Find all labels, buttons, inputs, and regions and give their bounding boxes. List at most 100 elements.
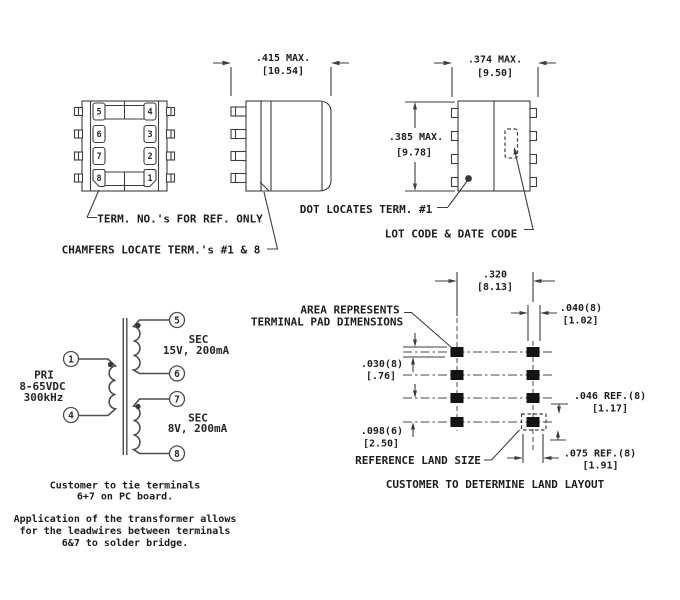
leader-dot xyxy=(437,180,468,209)
dim-pad-width-inches: .040(8) xyxy=(560,303,602,314)
side-body xyxy=(260,100,332,192)
top-view: 5 6 7 8 4 3 2 1 TERM. NO.'s FOR REF. ONL… xyxy=(62,100,279,257)
land-pattern: .320 [8.13] .040(8) [1.02] .030(8) [.76]… xyxy=(251,270,646,492)
front-view-leads xyxy=(450,107,538,188)
note-chamfers: CHAMFERS LOCATE TERM.'s #1 & 8 xyxy=(62,244,261,257)
side-view-leads xyxy=(230,106,247,184)
dim-width-inches: .415 MAX. xyxy=(256,53,310,64)
pad-number: 8 xyxy=(96,174,101,184)
label-area-line1: AREA REPRESENTS xyxy=(300,304,399,317)
dim-col-pitch-mm: [8.13] xyxy=(477,282,513,293)
reference-land-outline xyxy=(520,413,547,431)
pad-8-chamfered xyxy=(92,168,106,188)
dim-098: .098(6) [2.50] xyxy=(361,384,417,450)
sec1-rating: 15V, 200mA xyxy=(163,344,230,357)
note-terminal-numbers: TERM. NO.'s FOR REF. ONLY xyxy=(97,213,263,226)
dim-height-mm: [9.78] xyxy=(396,148,432,159)
column-centerlines xyxy=(456,318,534,451)
front-view: .374 MAX. [9.50] .385 MAX. [9.78] DOT LO… xyxy=(300,55,556,241)
pad-number: 5 xyxy=(96,108,101,118)
leader-arrowhead xyxy=(513,147,518,155)
secondary1-winding xyxy=(131,319,170,375)
core-band-lines xyxy=(105,101,144,191)
dim-row-pitch-mm: [2.50] xyxy=(363,439,399,450)
terminal-1-dot xyxy=(465,175,472,182)
terminal-pads xyxy=(92,102,157,188)
dim-width-inches: .374 MAX. xyxy=(468,55,522,66)
dim-width-mm: [10.54] xyxy=(262,66,304,77)
dim-385: .385 MAX. [9.78] xyxy=(389,101,455,192)
dim-040: .040(8) [1.02] xyxy=(511,303,602,341)
chamfer-mark xyxy=(259,181,270,192)
terminal-label: 8 xyxy=(174,449,180,460)
note-dot-locates: DOT LOCATES TERM. #1 xyxy=(300,203,433,216)
dim-pad-height-inches: .030(8) xyxy=(361,359,403,370)
side-body-lines xyxy=(270,101,323,191)
dim-row-pitch-inches: .098(6) xyxy=(361,426,403,437)
note-lot-code: LOT CODE & DATE CODE xyxy=(385,228,517,241)
terminal-label: 5 xyxy=(174,315,180,326)
terminal-numbers: 5 6 7 8 4 3 2 1 xyxy=(96,108,152,185)
pcb-notes: Customer to tie terminals 6+7 on PC boar… xyxy=(14,480,237,550)
dim-col-pitch-inches: .320 xyxy=(483,270,507,281)
dim-land-width-mm: [1.91] xyxy=(582,461,618,472)
note-app-line2: for the leadwires between terminals xyxy=(20,525,231,537)
package-inner-walls xyxy=(89,101,160,191)
secondary2-winding xyxy=(131,398,170,455)
dim-030: .030(8) [.76] xyxy=(361,333,447,382)
terminal-circles xyxy=(62,311,186,462)
label-area-line2: TERMINAL PAD DIMENSIONS xyxy=(251,316,403,329)
polarity-dot-primary xyxy=(107,361,114,368)
dim-046: .046 REF.(8) [1.17] xyxy=(550,391,646,441)
note-tie-line1: Customer to tie terminals xyxy=(50,480,201,492)
dim-land-height-mm: [1.17] xyxy=(592,404,628,415)
terminal-label: 7 xyxy=(174,394,180,405)
dim-width-mm: [9.50] xyxy=(477,68,513,79)
top-view-leads xyxy=(73,106,176,183)
dim-374: .374 MAX. [9.50] xyxy=(434,55,556,97)
pad-number: 3 xyxy=(147,130,152,140)
terminal-label: 6 xyxy=(174,369,180,380)
label-customer-layout: CUSTOMER TO DETERMINE LAND LAYOUT xyxy=(386,478,605,491)
leader-chamfers xyxy=(263,191,279,250)
lot-code-area xyxy=(504,128,519,159)
leader-term-numbers xyxy=(86,189,100,219)
pad-number: 6 xyxy=(96,130,101,140)
side-view: .415 MAX. [10.54] xyxy=(213,53,349,192)
label-reference-land: REFERENCE LAND SIZE xyxy=(355,454,481,467)
leader-reference-land xyxy=(484,429,520,461)
dim-height-inches: .385 MAX. xyxy=(389,132,443,143)
sec2-rating: 8V, 200mA xyxy=(168,422,228,435)
pad-number: 2 xyxy=(147,152,152,162)
pad-1-chamfered xyxy=(143,168,157,188)
dim-land-width-inches: .075 REF.(8) xyxy=(564,449,636,460)
note-app-line1: Application of the transformer allows xyxy=(14,513,237,525)
pads xyxy=(450,347,540,427)
leader-lot-code xyxy=(514,153,534,231)
dim-415: .415 MAX. [10.54] xyxy=(213,53,349,96)
terminal-label: 1 xyxy=(68,354,74,365)
primary-frequency: 300kHz xyxy=(24,391,64,404)
sec1-label: SEC xyxy=(189,333,209,346)
primary-winding xyxy=(78,358,118,417)
dim-320: .320 [8.13] xyxy=(435,270,555,316)
dim-pad-width-mm: [1.02] xyxy=(562,316,598,327)
dim-075: .075 REF.(8) [1.91] xyxy=(507,434,636,472)
polarity-dot-sec1 xyxy=(135,322,141,329)
schematic: 1 4 5 6 7 8 PRI 8-65VDC 300kHz SEC 15V, … xyxy=(19,311,230,462)
sec2-label: SEC xyxy=(188,412,208,425)
leader-area-represents xyxy=(404,311,452,348)
pad-number: 4 xyxy=(147,108,152,118)
primary-voltage: 8-65VDC xyxy=(19,380,65,393)
polarity-dot-sec2 xyxy=(135,403,141,410)
side-bobbin-wall xyxy=(245,100,262,192)
core-lines xyxy=(122,318,128,455)
dim-land-height-inches: .046 REF.(8) xyxy=(574,391,646,402)
row-centerlines xyxy=(403,351,554,423)
primary-label: PRI xyxy=(34,369,54,382)
pad-number: 1 xyxy=(147,174,152,184)
note-tie-line2: 6+7 on PC board. xyxy=(77,492,173,503)
dim-pad-height-mm: [.76] xyxy=(366,371,396,382)
note-app-line3: 6&7 to solder bridge. xyxy=(62,537,188,549)
